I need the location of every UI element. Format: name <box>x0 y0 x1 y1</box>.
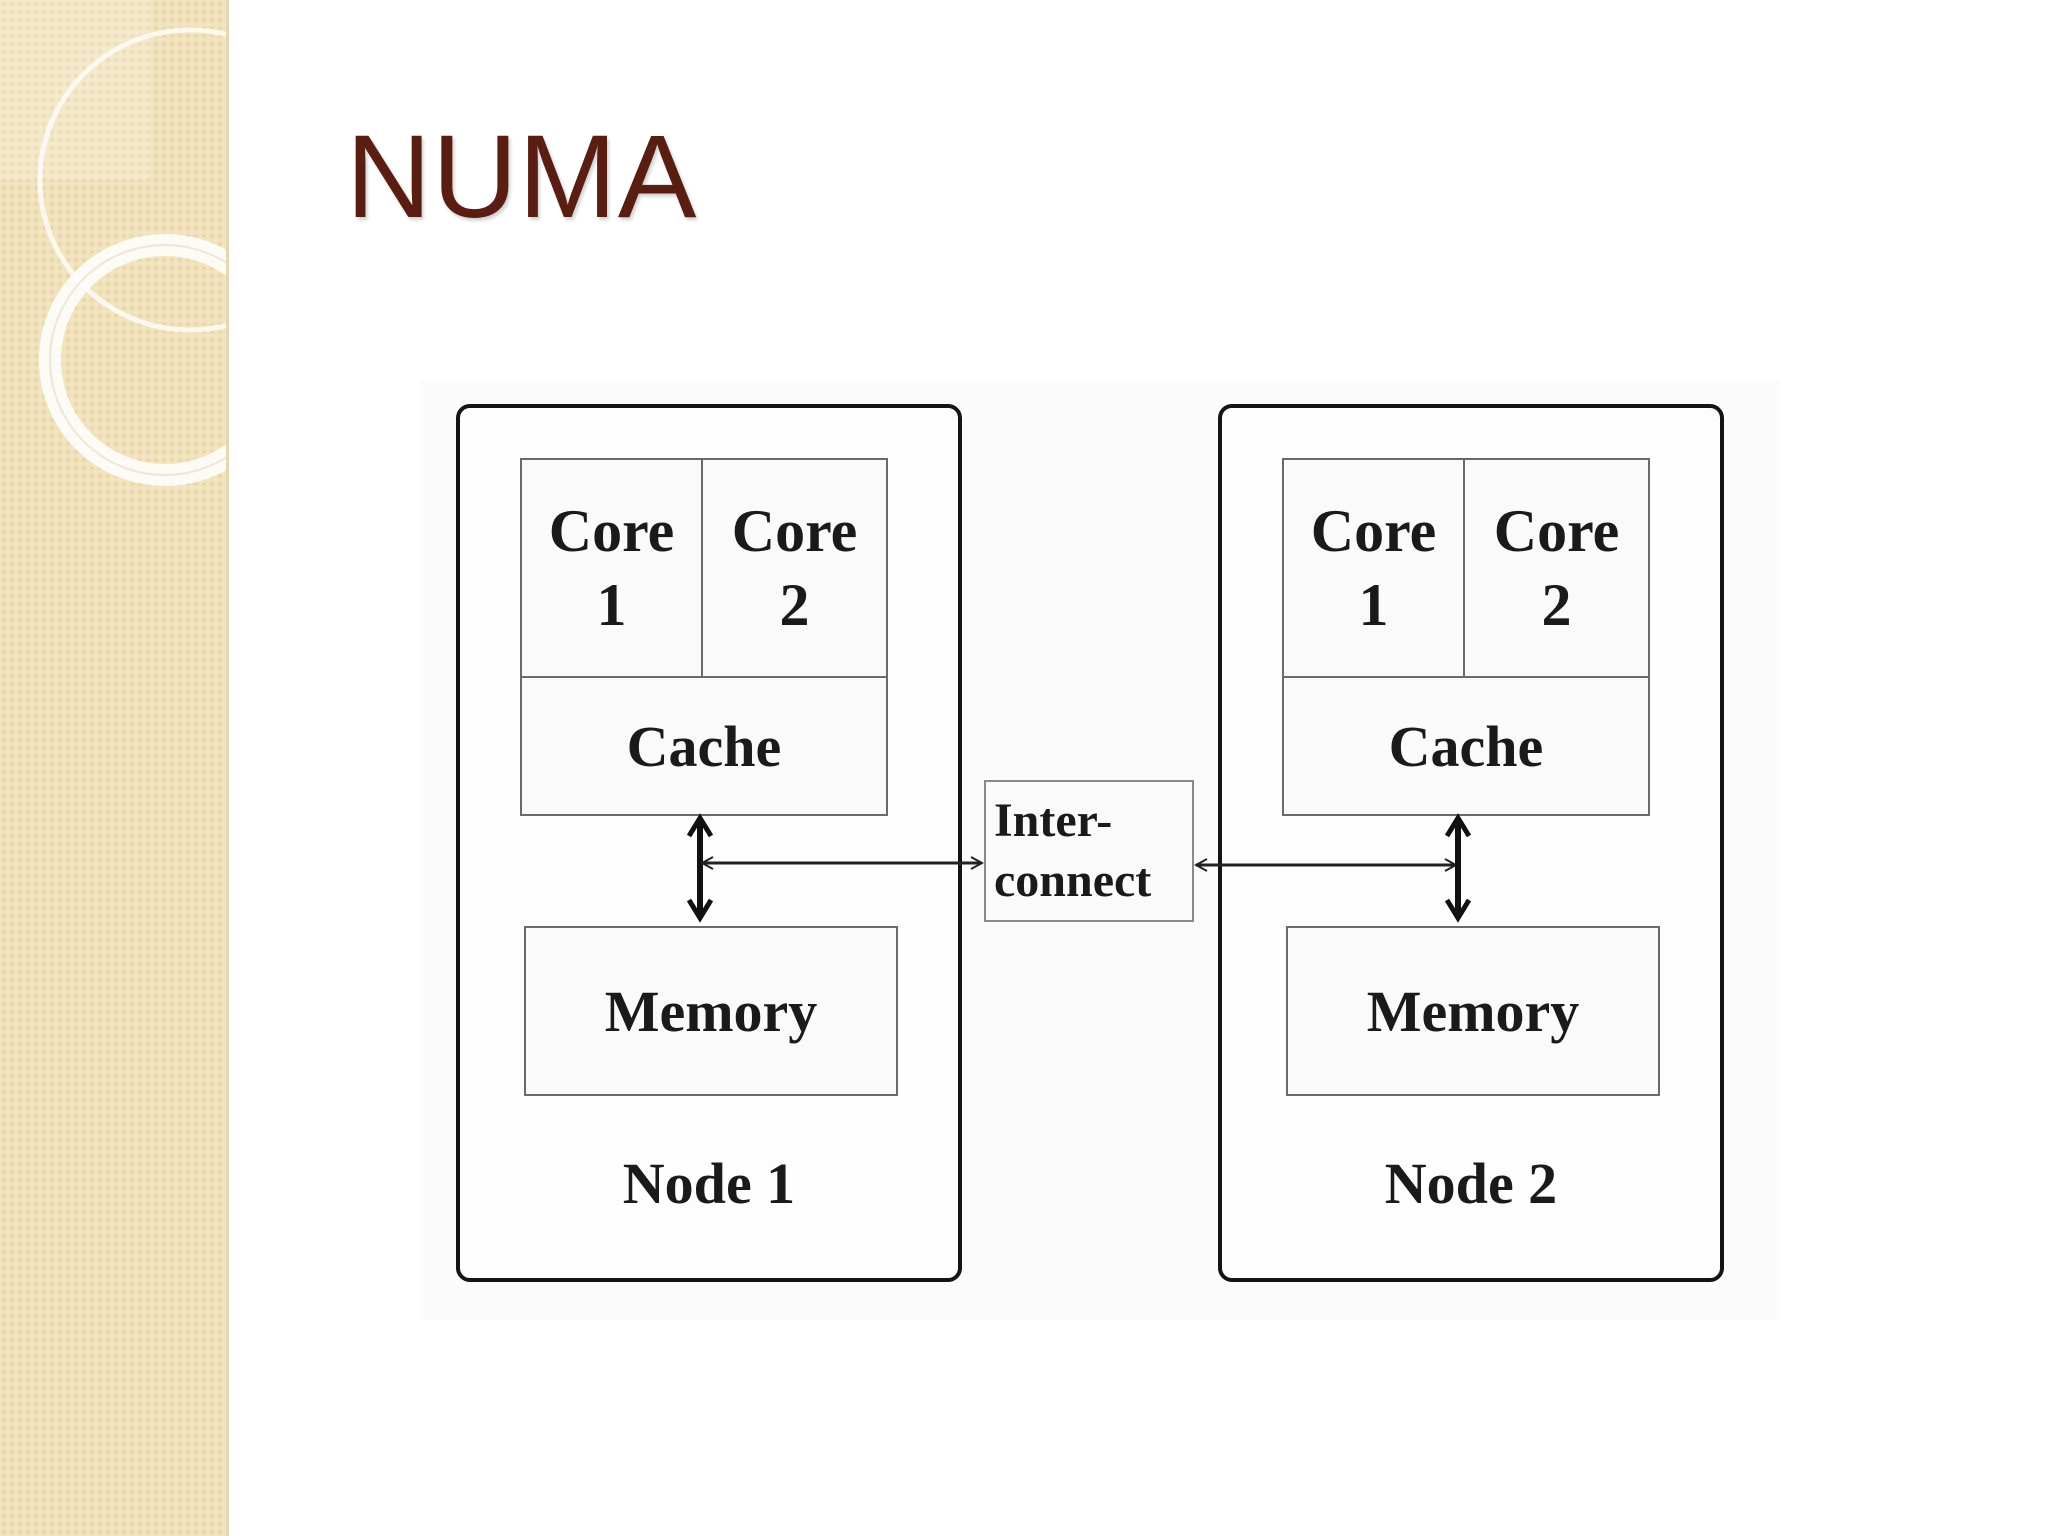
connector-arrows <box>420 380 1780 1320</box>
node-1-container: Core 1 Core 2 Cache Memory Node 1 <box>456 404 962 1282</box>
cache-label: Cache <box>1388 713 1544 779</box>
core-number: 1 <box>596 572 627 638</box>
node-1-memory: Memory <box>524 926 898 1096</box>
core-label: Core <box>1493 498 1620 564</box>
interconnect-line-2: connect <box>994 854 1152 907</box>
cache-label: Cache <box>626 713 782 779</box>
node-2-memory: Memory <box>1286 926 1660 1096</box>
interconnect-line-1: Inter- <box>994 794 1113 847</box>
node-2-label: Node 2 <box>1384 1151 1558 1216</box>
node-2-container: Core 1 Core 2 Cache Memory Node 2 <box>1218 404 1724 1282</box>
decorative-rings <box>0 0 228 486</box>
node-2-core-1: Core 1 <box>1282 458 1465 678</box>
core-label: Core <box>1310 498 1437 564</box>
memory-label: Memory <box>1366 978 1580 1044</box>
node-1-core-2: Core 2 <box>701 458 888 678</box>
core-number: 1 <box>1358 572 1389 638</box>
core-number: 2 <box>1541 572 1572 638</box>
node-1-label: Node 1 <box>622 1151 796 1216</box>
numa-diagram: Core 1 Core 2 Cache Memory Node 1 Inter- c… <box>420 380 1780 1320</box>
node-2-core-2: Core 2 <box>1463 458 1650 678</box>
node-2-cache: Cache <box>1282 676 1650 816</box>
core-number: 2 <box>779 572 810 638</box>
slide-title: NUMA <box>346 111 698 243</box>
core-label: Core <box>731 498 858 564</box>
side-decoration <box>0 0 228 1536</box>
node-1-cache: Cache <box>520 676 888 816</box>
core-label: Core <box>548 498 675 564</box>
side-divider <box>226 0 229 1536</box>
memory-label: Memory <box>604 978 818 1044</box>
interconnect-box: Inter- connect <box>984 780 1194 922</box>
